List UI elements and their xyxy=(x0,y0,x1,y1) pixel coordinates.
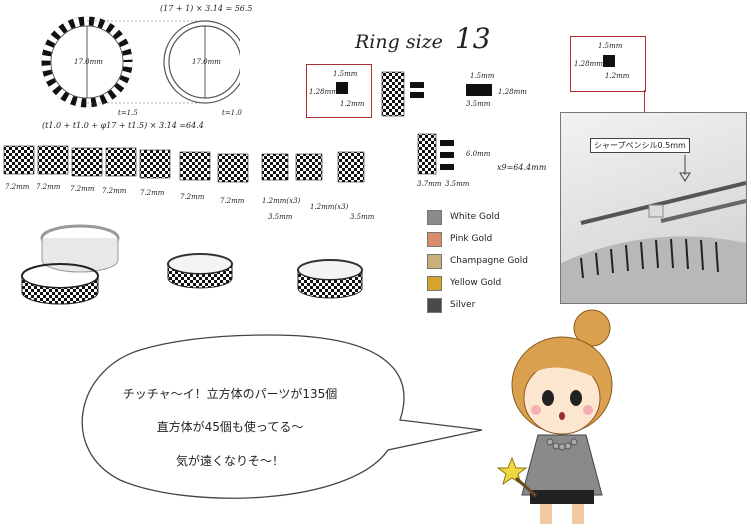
formula-bottom: (t1.0 + t1.0 + φ17 + t1.5) × 3.14 =64.4 xyxy=(42,121,204,130)
block-multiplier: x9=64.4mm xyxy=(497,163,547,172)
speech-bubble xyxy=(81,334,483,499)
formula-top: (17 + 1) × 3.14 = 56.5 xyxy=(160,4,253,13)
ring-size-heading: Ring size 13 xyxy=(355,22,491,55)
photo-caption: シャープペンシル0.5mm xyxy=(590,138,690,153)
rendered-rings xyxy=(21,224,363,305)
cube-dim-top: 1.5mm xyxy=(333,70,358,78)
strip-width-1: 7.2mm xyxy=(5,183,30,191)
speech-line-2: 直方体が45個も使ってる〜 xyxy=(156,420,304,434)
legend-item-white-gold: White Gold xyxy=(427,206,528,228)
legend-item-champagne-gold: Champagne Gold xyxy=(427,250,528,272)
strip-width-6: 7.2mm xyxy=(180,193,205,201)
block-dim-bottom-right: 3.5mm xyxy=(445,180,470,188)
speech-line-3: 気が遠くなりそ〜！ xyxy=(175,454,284,468)
diameter-label-left: 17.0mm xyxy=(74,58,103,66)
silver-swatch xyxy=(427,297,442,313)
ring-render-1 xyxy=(21,224,120,305)
thickness-label-right: t=1.0 xyxy=(222,109,242,117)
pink-gold-swatch xyxy=(427,231,442,247)
inset-connector xyxy=(644,90,645,112)
strip-width-7: 7.2mm xyxy=(220,197,245,205)
block-graphic xyxy=(417,133,454,175)
block-dim-bottom-left: 3.7mm xyxy=(417,180,442,188)
thickness-label-left: t=1.5 xyxy=(118,109,138,117)
bar-dim-right: 1.28mm xyxy=(498,88,527,96)
inset-cube-shape xyxy=(603,55,615,67)
ring-render-3 xyxy=(297,259,363,299)
white-gold-swatch xyxy=(427,209,442,225)
metal-legend: White Gold Pink Gold Champagne Gold Yell… xyxy=(427,206,528,316)
legend-item-yellow-gold: Yellow Gold xyxy=(427,272,528,294)
bar-dim-bottom: 3.5mm xyxy=(466,100,491,108)
legend-item-pink-gold: Pink Gold xyxy=(427,228,528,250)
inset-dim-top: 1.5mm xyxy=(598,42,623,50)
ring-size-number: 13 xyxy=(454,22,491,55)
cube-detail-box xyxy=(306,64,372,118)
strip-extra-a: 1.2mm(x3) xyxy=(262,197,301,205)
ring-render-2 xyxy=(167,253,233,289)
strip-width-2: 7.2mm xyxy=(36,183,61,191)
yellow-gold-swatch xyxy=(427,275,442,291)
ring-cross-sections xyxy=(41,16,240,108)
cube-dim-right: 1.2mm xyxy=(340,100,365,108)
cartoon-girl-illustration xyxy=(496,309,613,524)
cube-shape xyxy=(336,82,348,94)
cube-dim-left: 1.28mm xyxy=(309,88,338,96)
ring-size-label: Ring size xyxy=(355,31,443,53)
bar-dim-top: 1.5mm xyxy=(470,72,495,80)
legend-item-silver: Silver xyxy=(427,294,528,316)
strip-width-5: 7.2mm xyxy=(140,189,165,197)
block-dim-height: 6.0mm xyxy=(466,150,491,158)
strip-extra-d: 3.5mm xyxy=(350,213,375,221)
checkered-strips xyxy=(3,145,365,183)
speech-line-1: チッチャ〜イ！立方体のパーツが135個 xyxy=(122,387,338,401)
champagne-gold-swatch xyxy=(427,253,442,269)
diameter-label-right: 17.0mm xyxy=(192,58,221,66)
inset-dim-left: 1.28mm xyxy=(574,60,603,68)
inset-dim-right: 1.2mm xyxy=(605,72,630,80)
strip-width-4: 7.2mm xyxy=(102,187,127,195)
checker-column-graphic xyxy=(381,71,424,117)
photo-illustration xyxy=(561,155,747,303)
strip-extra-b: 1.2mm(x3) xyxy=(310,203,349,211)
bar-shape xyxy=(466,84,492,96)
plain-ring-outer xyxy=(163,20,240,104)
strip-width-3: 7.2mm xyxy=(70,185,95,193)
strip-extra-c: 3.5mm xyxy=(268,213,293,221)
